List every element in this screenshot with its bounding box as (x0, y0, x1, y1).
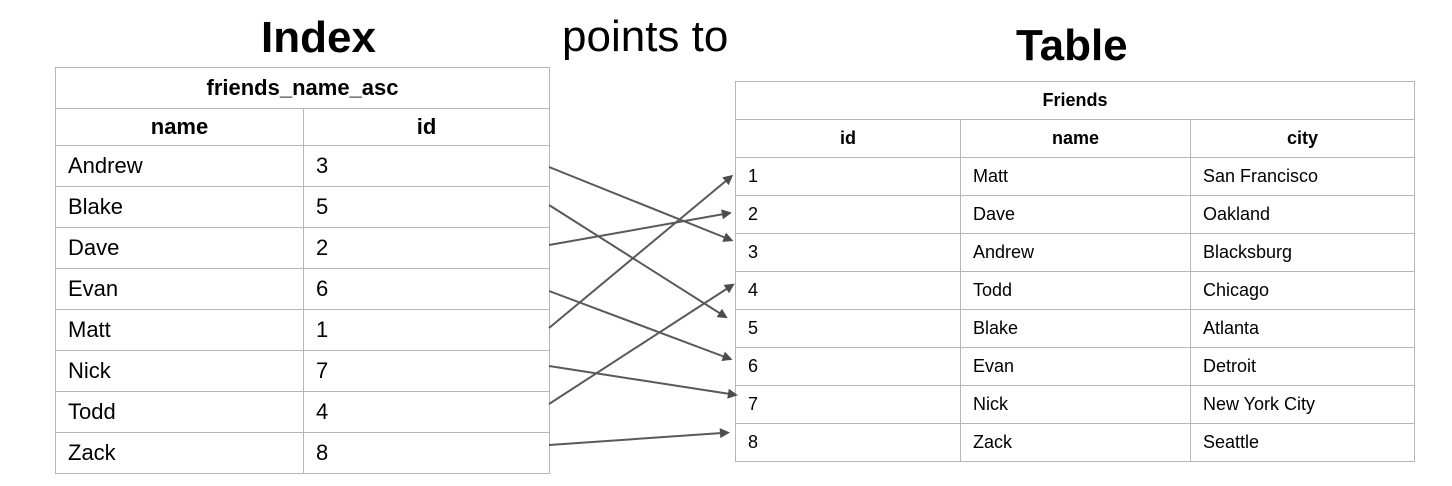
index-cell-name: Todd (55, 391, 304, 433)
table-row: 7 Nick New York City (735, 385, 1416, 424)
table-row: Todd 4 (55, 391, 550, 433)
index-heading: Index (261, 13, 376, 62)
friends-cell-city: Blacksburg (1189, 233, 1416, 272)
index-cell-name: Blake (55, 186, 304, 228)
friends-cell-city: Oakland (1189, 195, 1416, 234)
friends-cell-name: Dave (960, 195, 1191, 234)
friends-cell-city: Atlanta (1189, 309, 1416, 348)
table-row: 6 Evan Detroit (735, 347, 1416, 386)
table-row: 3 Andrew Blacksburg (735, 233, 1416, 272)
friends-cell-name: Andrew (960, 233, 1191, 272)
index-cell-name: Zack (55, 432, 304, 474)
friends-cell-name: Zack (960, 423, 1191, 462)
index-cell-id: 7 (303, 350, 550, 392)
table-row: 4 Todd Chicago (735, 271, 1416, 310)
index-cell-id: 4 (303, 391, 550, 433)
arrow-blake-to-5 (548, 204, 728, 319)
friends-cell-id: 1 (735, 157, 961, 196)
arrow-todd-to-4 (548, 283, 735, 405)
index-cell-name: Nick (55, 350, 304, 392)
index-cell-name: Dave (55, 227, 304, 269)
table-row: Nick 7 (55, 350, 550, 392)
index-col-header-name: name (55, 108, 304, 146)
index-cell-id: 2 (303, 227, 550, 269)
table-row: Andrew 3 (55, 145, 550, 187)
index-cell-id: 5 (303, 186, 550, 228)
index-table-title: friends_name_asc (55, 67, 550, 109)
friends-cell-name: Blake (960, 309, 1191, 348)
friends-cell-id: 3 (735, 233, 961, 272)
index-cell-name: Matt (55, 309, 304, 351)
index-table-title-row: friends_name_asc (55, 67, 550, 109)
friends-cell-city: New York City (1189, 385, 1416, 424)
table-row: Blake 5 (55, 186, 550, 228)
friends-cell-name: Nick (960, 385, 1191, 424)
index-cell-id: 1 (303, 309, 550, 351)
index-cell-name: Andrew (55, 145, 304, 187)
friends-cell-city: Detroit (1189, 347, 1416, 386)
table-row: Matt 1 (55, 309, 550, 351)
table-row: Zack 8 (55, 432, 550, 474)
arrow-zack-to-8 (548, 428, 730, 446)
friends-table-title-row: Friends (734, 81, 1416, 120)
friends-cell-id: 7 (735, 385, 961, 424)
table-heading: Table (1016, 21, 1128, 70)
index-cell-name: Evan (55, 268, 304, 310)
table-row: Dave 2 (55, 227, 550, 269)
index-table-header-row: name id (55, 108, 550, 146)
index-cell-id: 8 (303, 432, 550, 474)
arrow-matt-to-1 (548, 174, 734, 329)
index-col-header-id: id (303, 108, 550, 146)
friends-cell-id: 6 (735, 347, 961, 386)
arrow-nick-to-7 (548, 365, 738, 399)
friends-col-header-id: id (735, 119, 961, 158)
arrow-dave-to-2 (548, 209, 732, 246)
friends-cell-id: 2 (735, 195, 961, 234)
friends-cell-name: Todd (960, 271, 1191, 310)
friends-cell-id: 5 (735, 309, 961, 348)
table-row: 2 Dave Oakland (735, 195, 1416, 234)
friends-cell-id: 4 (735, 271, 961, 310)
arrow-evan-to-6 (548, 290, 733, 361)
table-row: Evan 6 (55, 268, 550, 310)
friends-cell-city: Seattle (1189, 423, 1416, 462)
table-row: 8 Zack Seattle (735, 423, 1416, 462)
friends-cell-city: San Francisco (1189, 157, 1416, 196)
friends-cell-id: 8 (735, 423, 961, 462)
friends-col-header-city: city (1189, 119, 1416, 158)
index-table: friends_name_asc name id Andrew 3 Blake … (55, 67, 550, 474)
friends-col-header-name: name (960, 119, 1191, 158)
friends-table: Friends id name city 1 Matt San Francisc… (734, 81, 1416, 462)
index-cell-id: 3 (303, 145, 550, 187)
table-row: 5 Blake Atlanta (735, 309, 1416, 348)
friends-cell-name: Evan (960, 347, 1191, 386)
table-row: 1 Matt San Francisco (735, 157, 1416, 196)
arrow-andrew-to-3 (548, 166, 734, 242)
friends-table-title: Friends (734, 81, 1416, 120)
friends-cell-name: Matt (960, 157, 1191, 196)
points-to-label: points to (562, 12, 729, 61)
friends-cell-city: Chicago (1189, 271, 1416, 310)
index-cell-id: 6 (303, 268, 550, 310)
friends-table-header-row: id name city (735, 119, 1416, 158)
